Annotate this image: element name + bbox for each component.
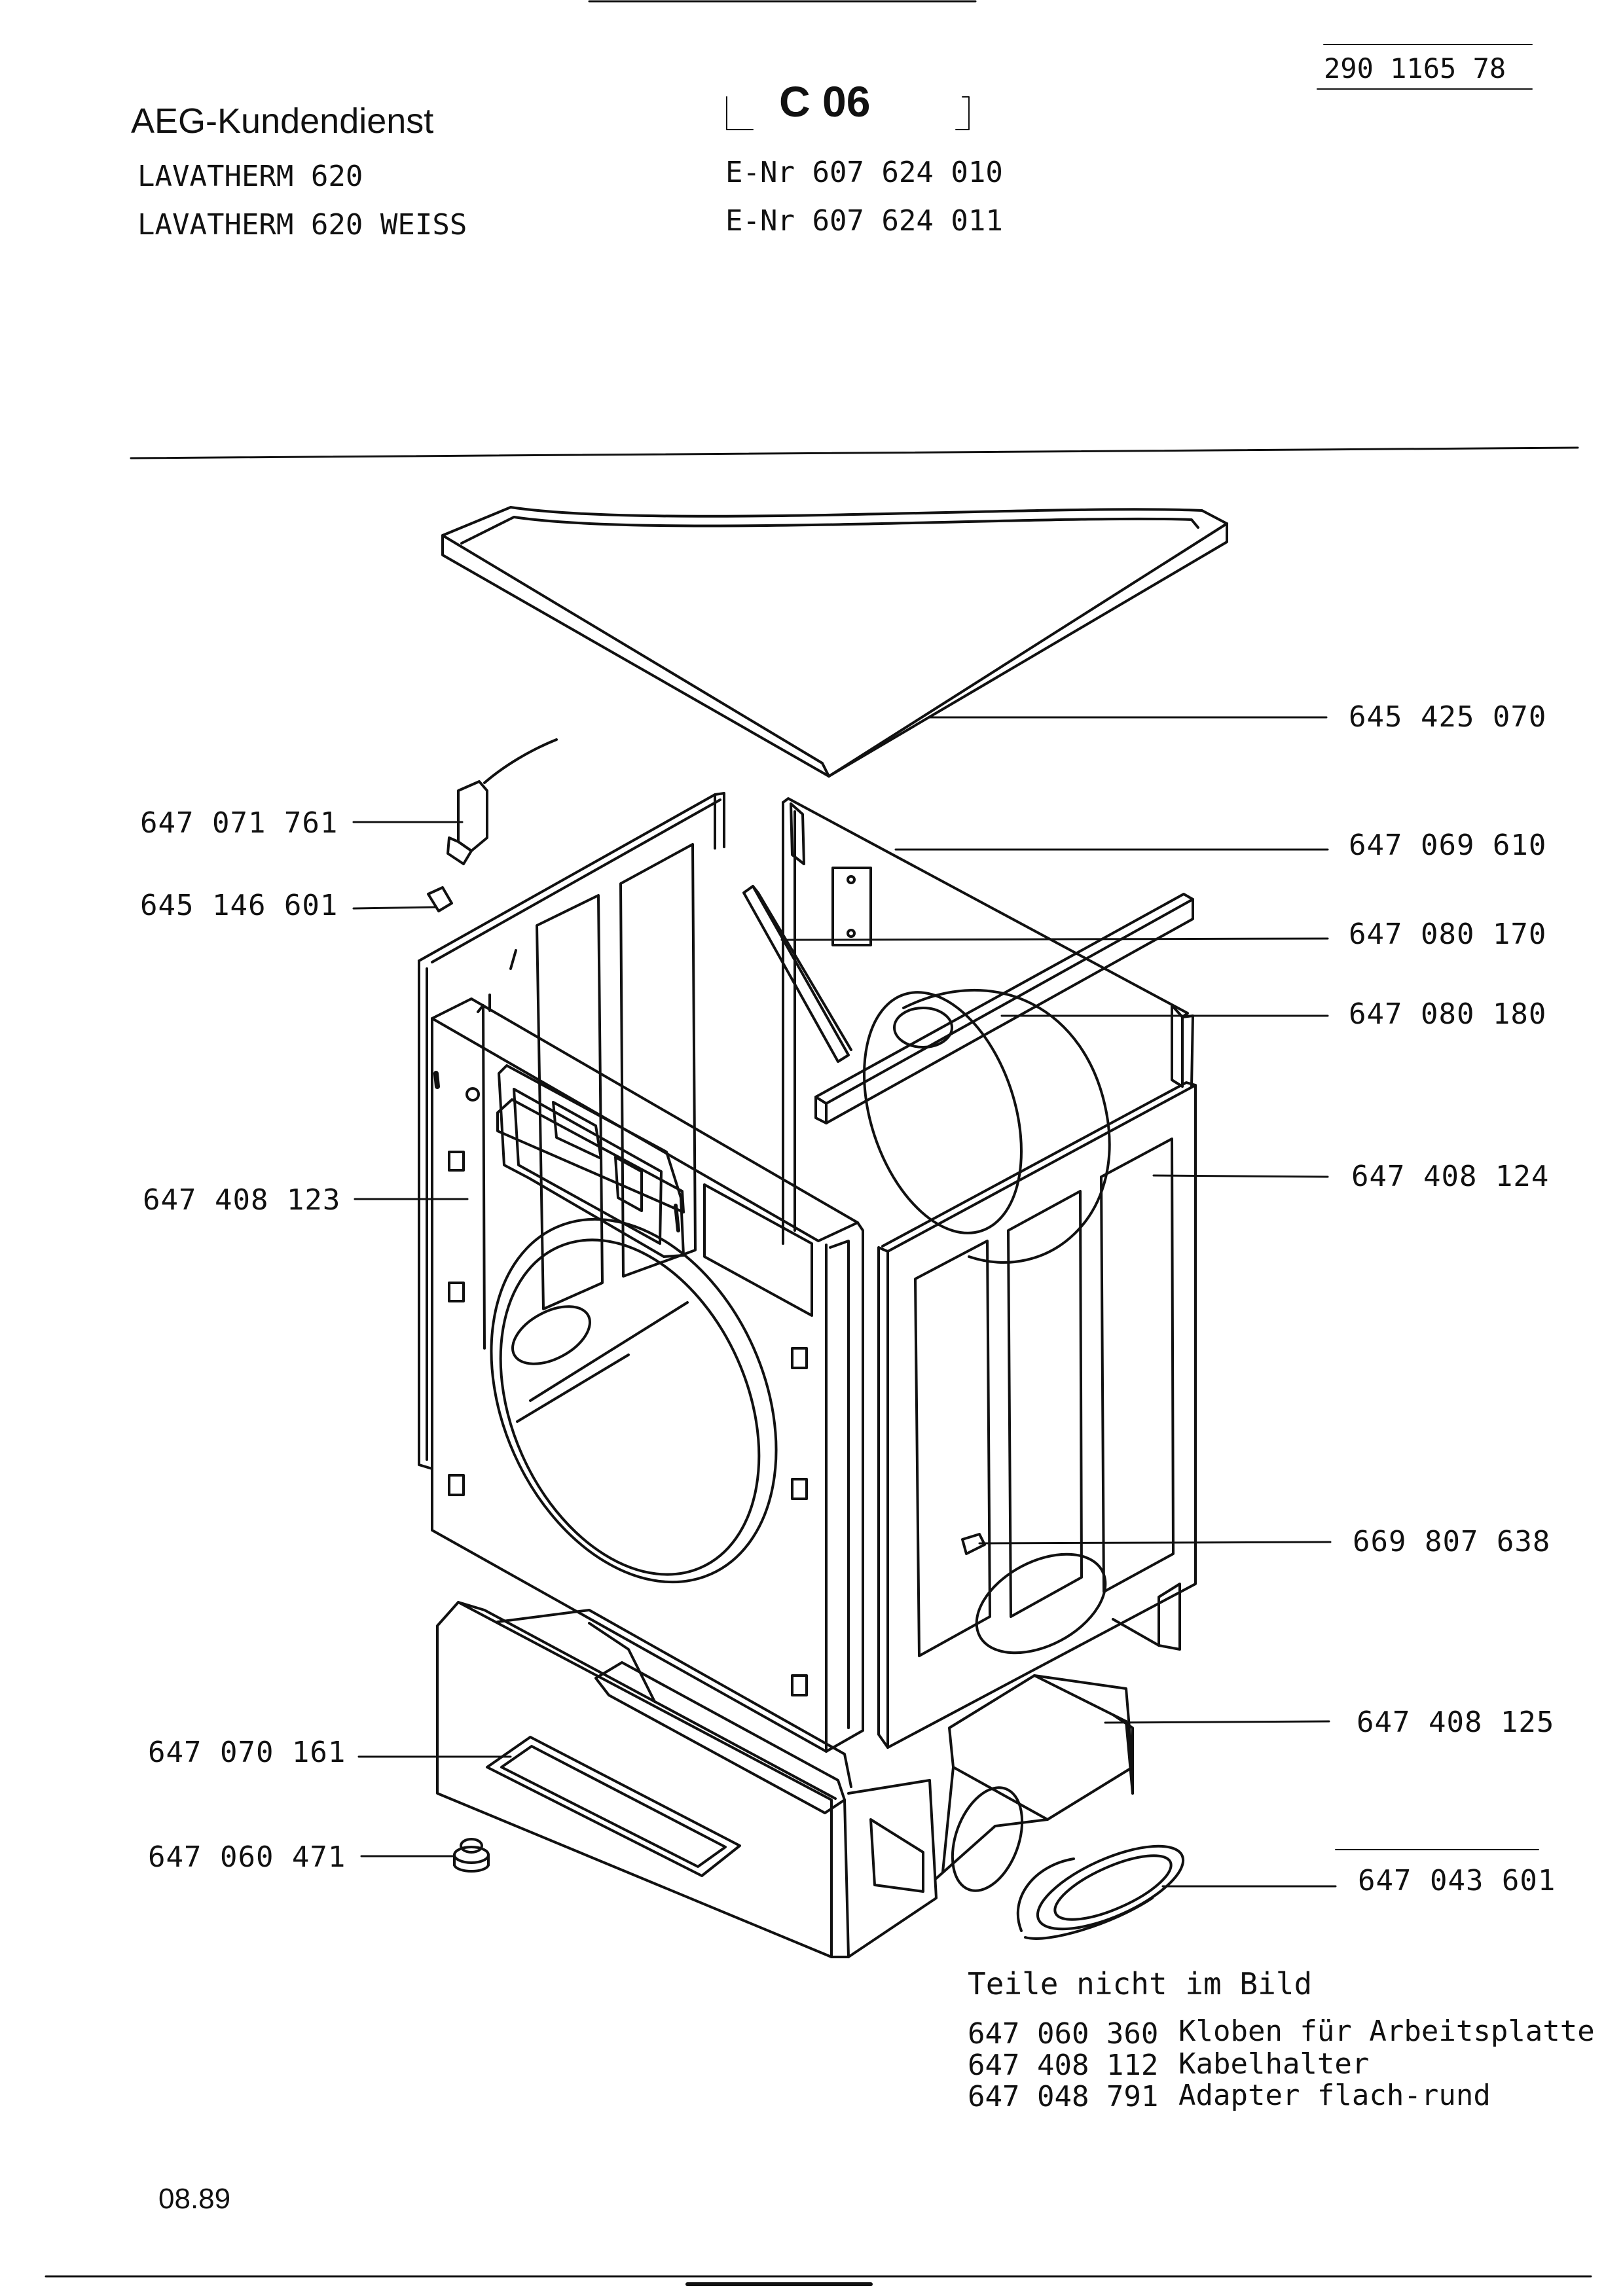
top-panel-drawing bbox=[441, 506, 1228, 778]
not-pictured-number: 647 048 791 bbox=[968, 2080, 1159, 2113]
part-label: 647 071 761 bbox=[140, 806, 338, 840]
not-pictured-number: 647 060 360 bbox=[968, 2017, 1159, 2051]
filter-frame-drawing bbox=[486, 1736, 741, 1877]
base-drawing bbox=[436, 1601, 1134, 1958]
part-label: 647 080 180 bbox=[1349, 997, 1547, 1031]
duct-adapter-drawing bbox=[1016, 1844, 1185, 1940]
cross-rail-drawing bbox=[814, 893, 1194, 1124]
connector-drawing bbox=[427, 738, 558, 912]
part-label: 647 408 125 bbox=[1357, 1706, 1555, 1739]
foot-drawing bbox=[453, 1838, 490, 1873]
not-pictured-title: Teile nicht im Bild bbox=[968, 1966, 1313, 2001]
drum-drawing bbox=[863, 988, 1111, 1264]
right-side-panel-drawing bbox=[877, 1081, 1197, 1749]
part-label: 645 146 601 bbox=[140, 889, 338, 922]
part-label: 647 070 161 bbox=[148, 1736, 346, 1769]
model-name-1: LAVATHERM 620 bbox=[137, 160, 363, 193]
brand-title: AEG-Kundendienst bbox=[131, 101, 434, 141]
not-pictured-description: Kabelhalter bbox=[1178, 2047, 1370, 2081]
left-side-panel-drawing bbox=[418, 792, 725, 1470]
header-rules bbox=[45, 0, 1592, 2286]
e-number-1: E-Nr 607 624 010 bbox=[725, 156, 1003, 189]
part-label: 647 069 610 bbox=[1349, 829, 1547, 862]
model-name-2: LAVATHERM 620 WEISS bbox=[137, 208, 467, 242]
not-pictured-number: 647 408 112 bbox=[968, 2049, 1159, 2082]
print-date: 08.89 bbox=[158, 2183, 231, 2215]
part-label: 647 408 124 bbox=[1351, 1160, 1550, 1193]
front-panel-drawing bbox=[431, 994, 864, 1753]
document-number: 290 1165 78 bbox=[1324, 52, 1506, 84]
brace-drawing bbox=[742, 885, 852, 1063]
part-label: 669 807 638 bbox=[1353, 1525, 1551, 1558]
part-label: 645 425 070 bbox=[1349, 700, 1547, 734]
section-code: C 06 bbox=[779, 77, 871, 126]
not-pictured-description: Kloben für Arbeitsplatte bbox=[1178, 2015, 1595, 2048]
part-label: 647 408 123 bbox=[143, 1183, 341, 1217]
e-number-2: E-Nr 607 624 011 bbox=[725, 204, 1003, 238]
part-label: 647 080 170 bbox=[1349, 918, 1547, 951]
part-label: 647 060 471 bbox=[148, 1840, 346, 1874]
leader-lines bbox=[352, 716, 1337, 1888]
part-label: 647 043 601 bbox=[1358, 1864, 1556, 1897]
not-pictured-description: Adapter flach-rund bbox=[1178, 2079, 1491, 2112]
rear-frame-drawing bbox=[782, 797, 1194, 1245]
